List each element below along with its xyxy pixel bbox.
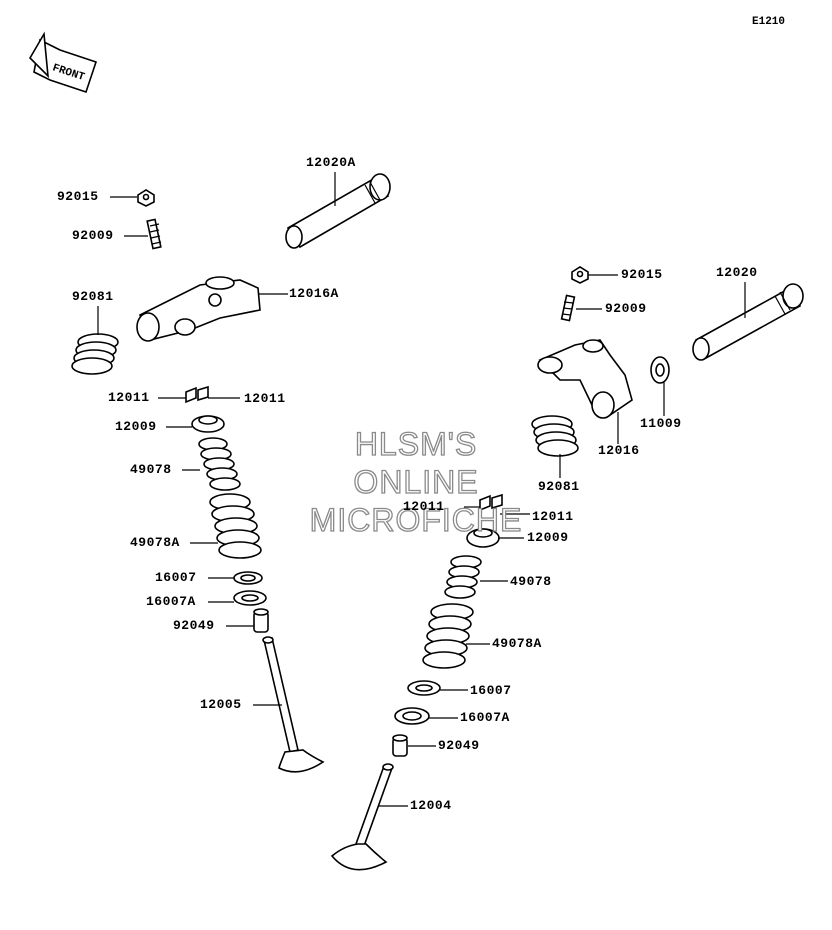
right-outer-spring-49078A — [422, 603, 474, 669]
front-arrow-icon: FRONT — [28, 31, 98, 94]
label-right-92049: 92049 — [438, 738, 480, 753]
label-right-49078: 49078 — [510, 574, 552, 589]
label-right-16007A: 16007A — [460, 710, 510, 725]
label-left-92081: 92081 — [72, 289, 114, 304]
label-right-12020: 12020 — [716, 265, 758, 280]
left-seat-16007A — [233, 590, 267, 606]
label-right-92081: 92081 — [538, 479, 580, 494]
label-left-12016A: 12016A — [289, 286, 339, 301]
right-nut-92015 — [571, 266, 589, 284]
label-left-12020A: 12020A — [306, 155, 356, 170]
label-left-12005: 12005 — [200, 697, 242, 712]
leader-lines — [97, 172, 746, 807]
label-right-12016: 12016 — [598, 443, 640, 458]
label-right-11009: 11009 — [640, 416, 682, 431]
label-right-12011-b: 12011 — [532, 509, 574, 524]
label-right-12011-a: 12011 — [403, 499, 445, 514]
left-nut-92015 — [137, 189, 155, 207]
label-left-16007: 16007 — [155, 570, 197, 585]
label-right-92009: 92009 — [605, 301, 647, 316]
right-rocker-shaft-12020 — [692, 283, 804, 361]
left-rocker-shaft-12020A — [285, 173, 391, 249]
right-valve-12004 — [330, 763, 394, 871]
left-inner-spring-49078 — [198, 437, 241, 491]
right-retainer-12009 — [466, 528, 500, 548]
watermark-line-2: ONLINE — [353, 463, 479, 500]
left-valve-12005 — [262, 636, 325, 773]
label-right-12009: 12009 — [527, 530, 569, 545]
left-spring-92081 — [71, 333, 119, 375]
diagram-code: E1210 — [752, 16, 786, 28]
label-left-92049: 92049 — [173, 618, 215, 633]
label-right-49078A: 49078A — [492, 636, 542, 651]
label-left-92009: 92009 — [72, 228, 114, 243]
right-seat-16007 — [407, 680, 441, 696]
label-left-12009: 12009 — [115, 419, 157, 434]
left-retainer-12009 — [191, 415, 225, 433]
right-spring-92081 — [531, 415, 579, 457]
left-rocker-arm-12016A — [136, 276, 261, 342]
label-left-12011-b: 12011 — [244, 391, 286, 406]
label-right-16007: 16007 — [470, 683, 512, 698]
right-rocker-arm-12016 — [537, 339, 633, 419]
label-left-92015: 92015 — [57, 189, 99, 204]
right-stem-seal-92049 — [392, 734, 408, 757]
right-seat-16007A — [394, 707, 430, 725]
right-washer-11009 — [650, 356, 670, 384]
label-left-12011-a: 12011 — [108, 390, 150, 405]
left-adjuster-screw-92009 — [146, 218, 162, 250]
label-left-49078A: 49078A — [130, 535, 180, 550]
right-adjuster-screw-92009 — [560, 294, 576, 322]
watermark-line-3: MICROFICHE — [309, 501, 523, 538]
watermark-line-1: HLSM'S — [354, 425, 478, 462]
label-right-92015: 92015 — [621, 267, 663, 282]
left-outer-spring-49078A — [209, 493, 262, 559]
left-seat-16007 — [233, 571, 263, 585]
label-left-16007A: 16007A — [146, 594, 196, 609]
left-cotter-12011 — [185, 385, 209, 404]
label-left-49078: 49078 — [130, 462, 172, 477]
right-inner-spring-49078 — [444, 555, 482, 599]
left-stem-seal-92049 — [253, 608, 269, 633]
label-right-12004: 12004 — [410, 798, 452, 813]
